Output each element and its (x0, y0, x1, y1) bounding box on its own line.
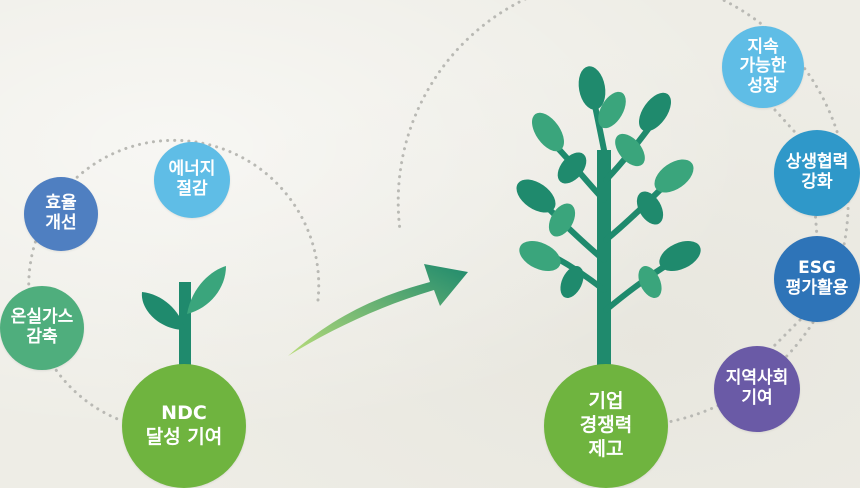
left-dotted-arc (27, 138, 321, 422)
bubble-esg-evaluation: ESG 평가활용 (774, 236, 860, 322)
bubble-ghg-reduction: 온실가스 감축 (0, 286, 84, 370)
sprout-icon (141, 266, 226, 382)
bubble-corporate-competitiveness: 기업 경쟁력 제고 (544, 364, 668, 488)
growth-arrow (288, 264, 468, 356)
bubble-community-contribution: 지역사회 기여 (714, 346, 800, 432)
tree-icon (516, 66, 701, 390)
bubble-ndc-contribution: NDC 달성 기여 (122, 364, 246, 488)
bubble-sustainable-growth: 지속 가능한 성장 (722, 26, 804, 108)
bubble-win-win-cooperation: 상생협력 강화 (774, 130, 860, 216)
bubble-efficiency-improvement: 효율 개선 (24, 177, 98, 251)
bubble-energy-saving: 에너지 절감 (154, 142, 230, 218)
